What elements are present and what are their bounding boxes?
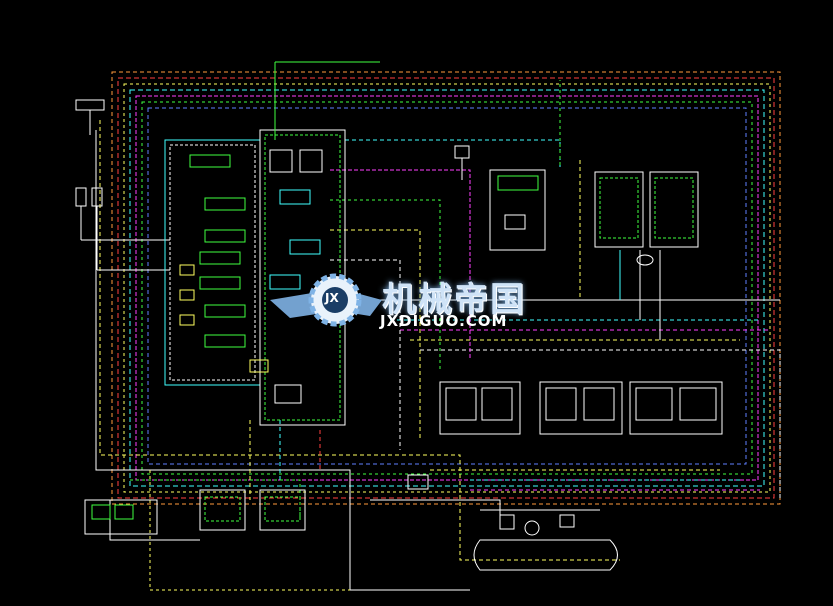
bottom-valve-blocks bbox=[84, 474, 429, 535]
left-cylinders bbox=[75, 99, 470, 271]
watermark-cn-text: 机械帝国 bbox=[382, 280, 526, 320]
outer-circuit-lines bbox=[95, 71, 781, 591]
joystick-valve-blocks bbox=[439, 381, 723, 435]
watermark: JX 机械帝国 JXDIGUO.COM bbox=[268, 266, 568, 336]
annotation-leader bbox=[274, 61, 380, 140]
watermark-emblem bbox=[270, 273, 382, 327]
watermark-en-text: JXDIGUO.COM bbox=[380, 312, 508, 330]
pump-tank bbox=[473, 509, 618, 571]
pilot-valve-group bbox=[489, 169, 699, 266]
main-valve-bank bbox=[164, 139, 261, 386]
watermark-badge-letters: JX bbox=[325, 291, 339, 305]
